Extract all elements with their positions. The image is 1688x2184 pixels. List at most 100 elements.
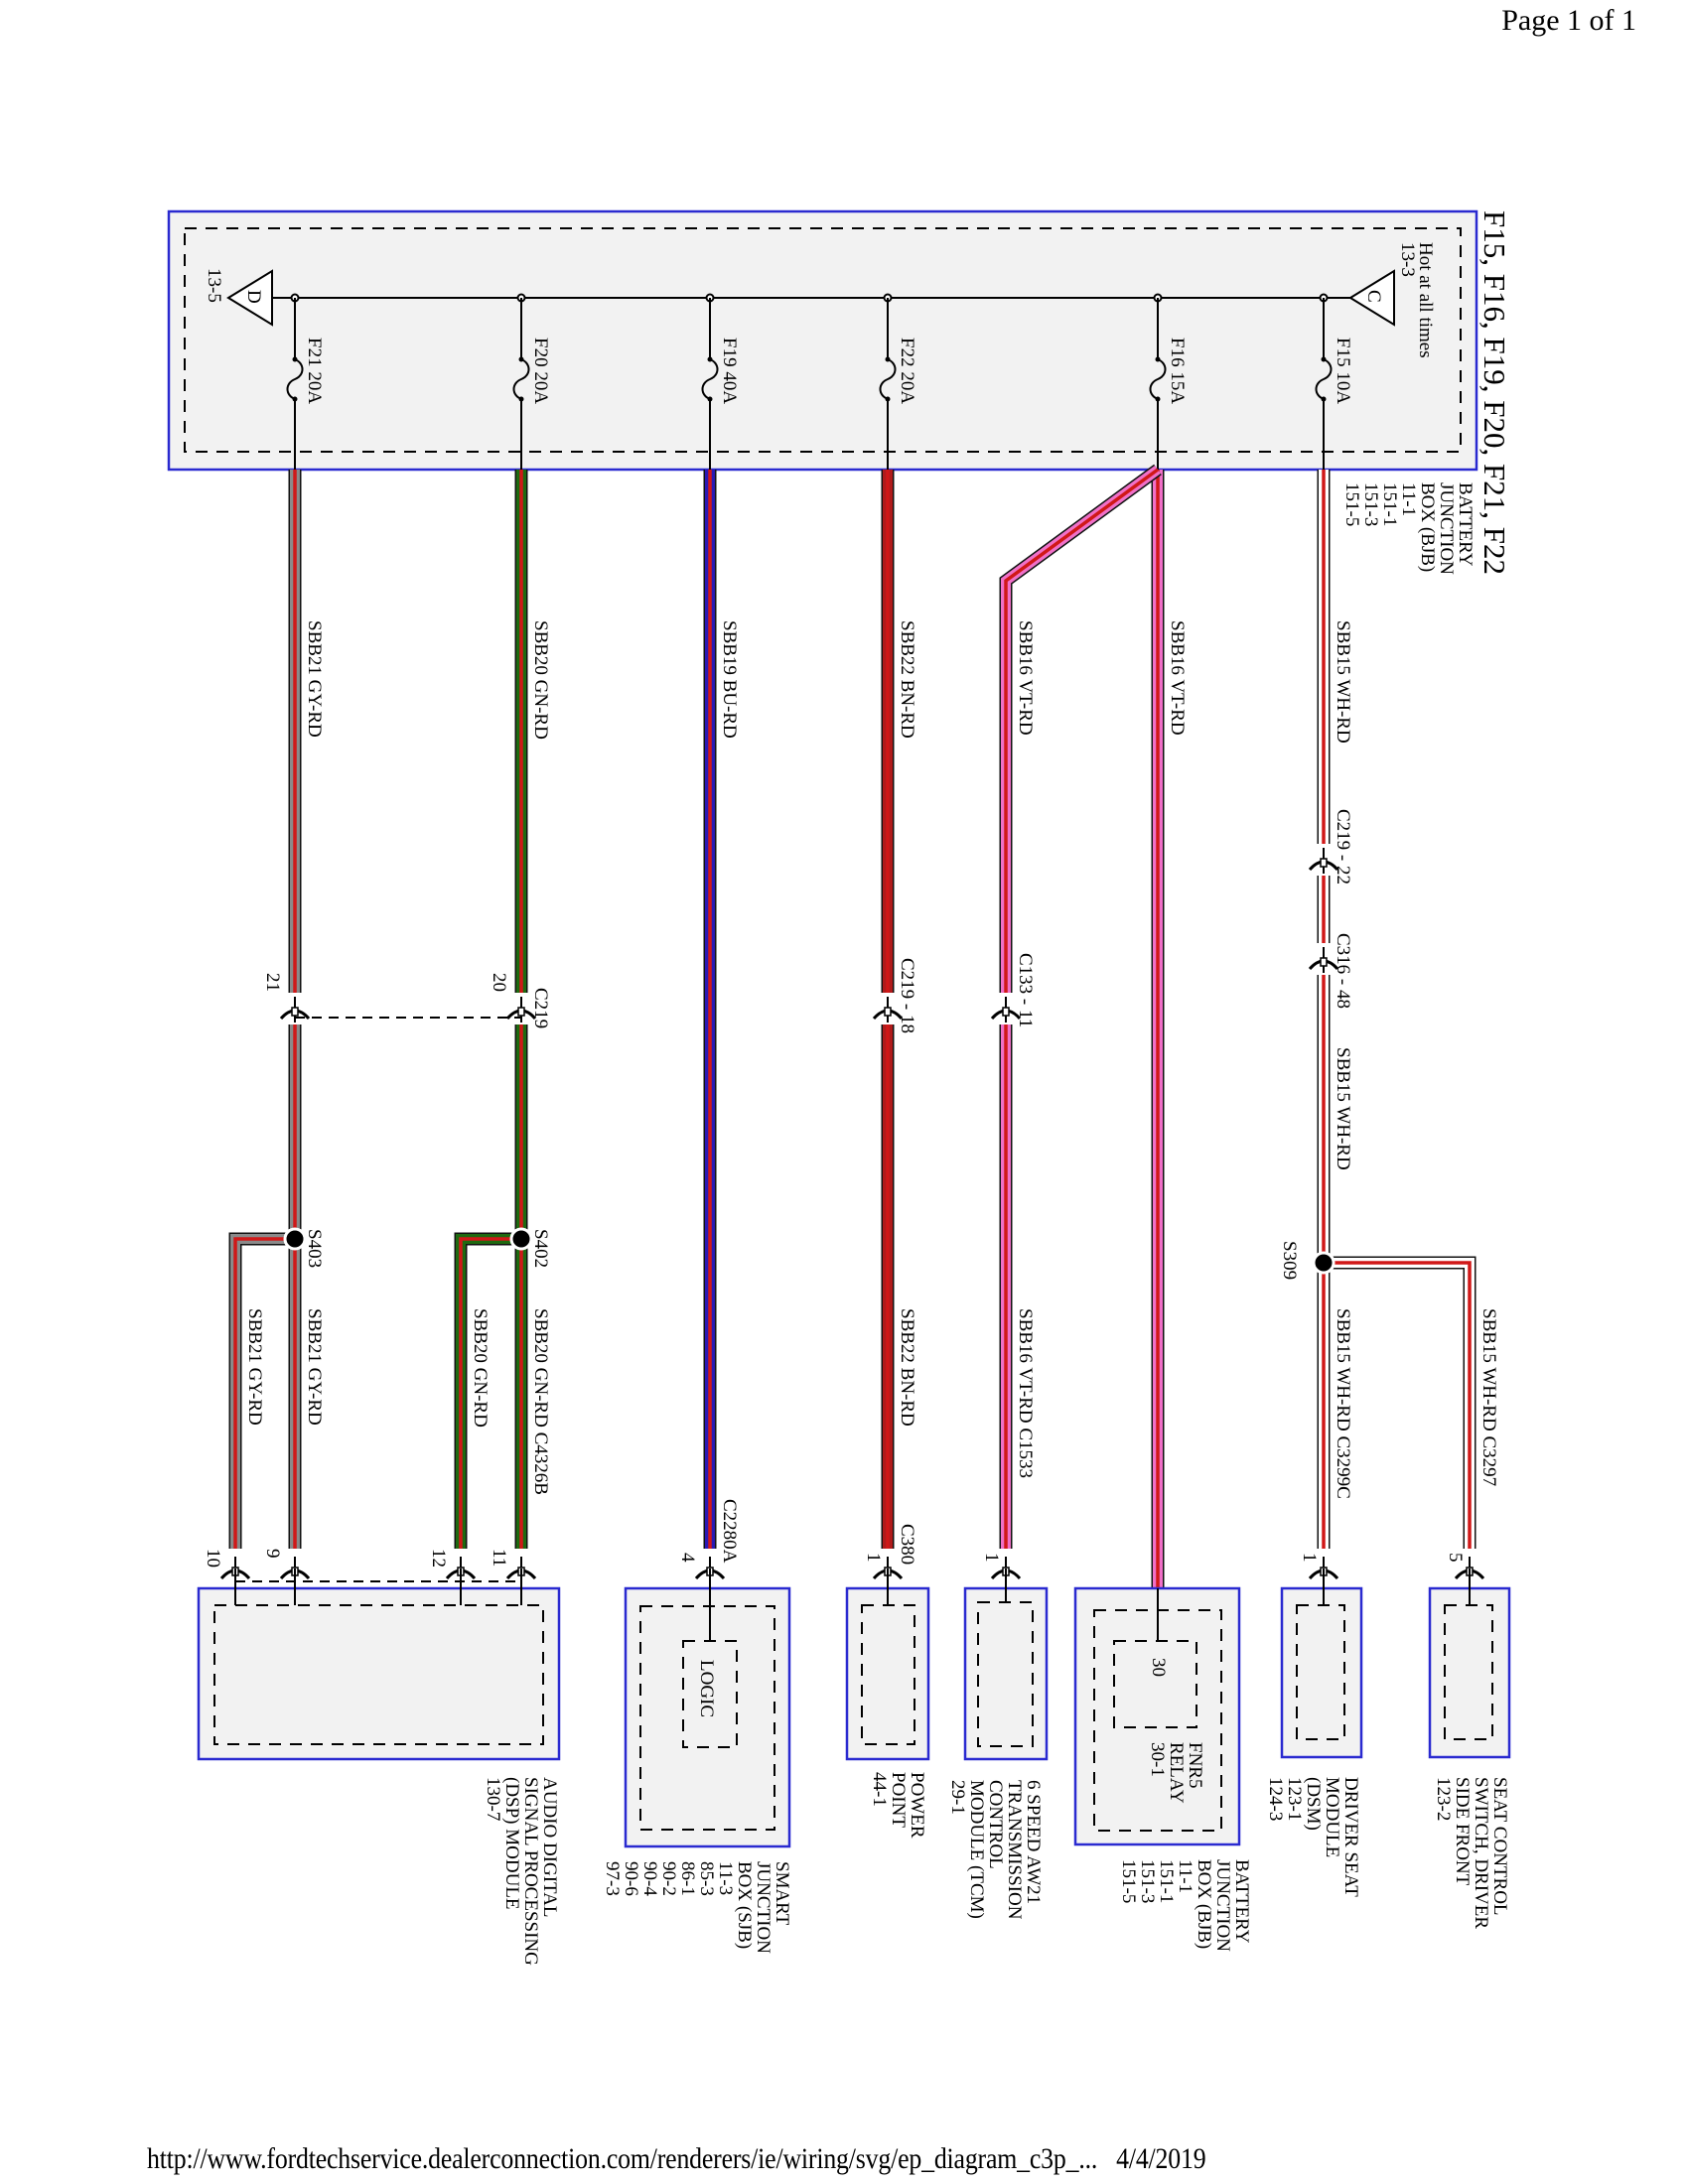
- wire-label: SBB15 WH-RD: [1333, 620, 1353, 744]
- dashed-boundary: [213, 1604, 544, 1745]
- connector-socket: [1320, 957, 1328, 967]
- label-line: SEAT CONTROL: [1489, 1777, 1510, 1916]
- wire-stripe: [459, 1237, 521, 1549]
- wire-label: SBB16 VT-RD C1533: [1015, 1308, 1036, 1478]
- pin-number: 9: [262, 1549, 283, 1559]
- splice-label: S309: [1279, 1241, 1300, 1280]
- inline-connector-label: C133 - 11: [1015, 953, 1036, 1027]
- inline-connector-label: C219: [530, 988, 551, 1028]
- wire-stripe: [233, 1237, 295, 1549]
- bus-dest-ref: 13-5: [204, 268, 224, 303]
- pin-number: 20: [489, 973, 509, 992]
- label-line: RELAY: [1166, 1742, 1187, 1804]
- label-line: 11-1: [1398, 482, 1419, 516]
- wire-label: SBB16 VT-RD: [1167, 620, 1188, 736]
- page-header: Page 1 of 1: [1501, 4, 1636, 37]
- fuse-icon: [512, 356, 530, 402]
- fuse-label: F21 20A: [304, 338, 325, 404]
- bjb-internal-boundary: [184, 227, 1462, 453]
- diagram-title: F15, F16, F19, F20, F21, F22: [1477, 210, 1512, 575]
- relay-pin-number: 30: [1148, 1658, 1169, 1677]
- bus-source-symbol: C: [1363, 290, 1384, 303]
- splice-s403-icon: [283, 1227, 307, 1251]
- wire-label: SBB15 WH-RD C3297: [1478, 1308, 1499, 1486]
- label-line: 86-1: [677, 1861, 698, 1896]
- hot-at-all-times-label: Hot at all times: [1415, 242, 1436, 358]
- component-outline: [197, 1586, 561, 1761]
- label-line: 90-6: [621, 1861, 641, 1896]
- inline-connector-icon: [279, 997, 311, 1023]
- label-line: 85-3: [696, 1861, 717, 1896]
- wire-sbb20: [454, 1232, 521, 1549]
- fuse-icon: [1149, 356, 1167, 402]
- label-line: CONTROL: [985, 1780, 1006, 1869]
- wire-sbb21: [228, 1232, 295, 1549]
- label-line: 97-3: [602, 1861, 623, 1896]
- component-outline: [1280, 1586, 1363, 1759]
- bus-source-triangle-icon: [1348, 269, 1395, 327]
- label-line: 44-1: [869, 1772, 890, 1807]
- wire-label: SBB15 WH-RD C3299C: [1333, 1308, 1353, 1499]
- label-line: 151-3: [1360, 482, 1381, 526]
- splice-label: S403: [304, 1229, 325, 1268]
- pin-number: 4: [677, 1553, 698, 1563]
- page-footer: http://www.fordtechservice.dealerconnect…: [147, 2142, 1206, 2176]
- label-line: BOX (SJB): [734, 1861, 755, 1949]
- fuse-label-f16: F16 15A: [1167, 338, 1188, 404]
- component-outline: [845, 1586, 930, 1761]
- label-line: 11-3: [715, 1861, 736, 1895]
- wire-label: SBB21 GY-RD: [304, 620, 325, 738]
- label-line: 124-3: [1265, 1777, 1286, 1821]
- inline-connector-icon: [1308, 947, 1339, 973]
- inline-connector-icon: [872, 997, 904, 1023]
- pin-number: 1: [863, 1553, 884, 1563]
- label-line: BATTERY: [1455, 482, 1476, 567]
- dashed-boundary: [1296, 1604, 1345, 1740]
- component-dsp: [197, 1586, 561, 1761]
- fuse-element: [512, 358, 530, 400]
- label-line: 29-1: [947, 1780, 968, 1815]
- bus-source-ref: 13-3: [1397, 242, 1418, 277]
- dashed-boundary: [639, 1605, 775, 1831]
- connector-socket: [1002, 1007, 1010, 1017]
- fuse-icon: [286, 356, 304, 402]
- fuse-label-f21: F21 20A: [304, 338, 325, 404]
- splice-label: S402: [530, 1229, 551, 1268]
- component-outline: [1428, 1586, 1511, 1759]
- label-line: AUDIO DIGITAL: [539, 1777, 560, 1917]
- label-line: 151-1: [1379, 482, 1400, 526]
- inline-connector-label: C219 - 18: [897, 958, 917, 1033]
- fuse-label-f15: F15 10A: [1333, 338, 1353, 404]
- component-seat-switch: [1428, 1586, 1511, 1759]
- connector-socket: [1320, 858, 1328, 868]
- label-line: POWER: [907, 1772, 927, 1839]
- fuse-element: [286, 358, 304, 400]
- wire-label: SBB19 BU-RD: [719, 620, 740, 739]
- fuse-terminal: [1155, 356, 1161, 362]
- splice-s309-icon: [1312, 1251, 1336, 1275]
- pin-number: 5: [1445, 1553, 1466, 1563]
- label-line: 151-1: [1156, 1859, 1177, 1903]
- pin-number: 1: [1299, 1553, 1320, 1563]
- label-line: POINT: [888, 1772, 909, 1828]
- wire-sbb16-tcm: [999, 464, 1162, 993]
- label-line: SMART: [772, 1861, 792, 1926]
- footer-date: 4/4/2019: [1116, 2142, 1206, 2175]
- label-line: MODULE: [1322, 1777, 1342, 1857]
- fuse-label-f22: F22 20A: [897, 338, 917, 404]
- fuse-label: F16 15A: [1167, 338, 1188, 404]
- fuse-label: F15 10A: [1333, 338, 1353, 404]
- label-line: 151-5: [1341, 482, 1362, 526]
- label-line: JUNCTION: [753, 1861, 774, 1954]
- label-line: (DSM): [1303, 1777, 1324, 1831]
- wire-label: SBB20 GN-RD C4326B: [530, 1308, 551, 1495]
- fuse-terminal: [1321, 356, 1327, 362]
- footer-url[interactable]: http://www.fordtechservice.dealerconnect…: [147, 2142, 1098, 2175]
